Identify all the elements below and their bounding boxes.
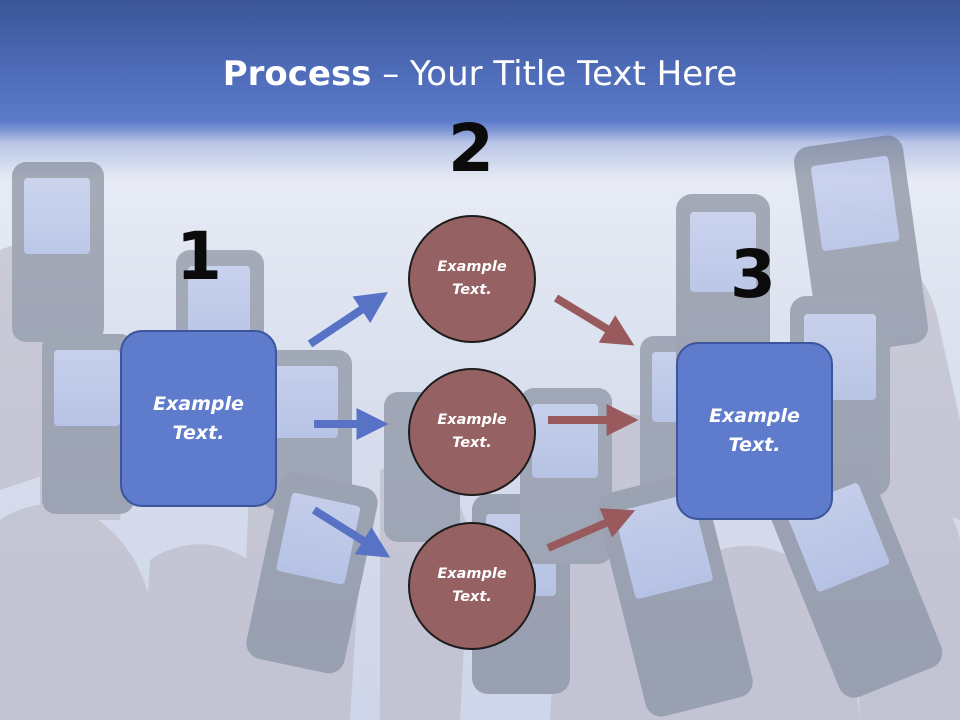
left-box-line1: Example [153, 392, 244, 415]
circle-bottom-line1: Example [437, 566, 507, 582]
title-rest-part: – Your Title Text Here [371, 54, 738, 94]
arrow-top-to-right [553, 294, 635, 346]
right-box-line2: Text. [728, 434, 781, 456]
slide-title: Process – Your Title Text Here [0, 52, 960, 96]
step-number-1: 1 [176, 218, 222, 295]
circle-middle: Example Text. [408, 368, 536, 496]
circle-top-line2: Text. [452, 282, 492, 298]
circle-middle-line2: Text. [452, 435, 492, 451]
left-box: Example Text. [120, 330, 277, 507]
left-box-line2: Text. [172, 421, 225, 444]
arrow-left-to-bottom [311, 506, 391, 558]
arrow-left-to-top [307, 292, 388, 348]
arrow-bottom-to-right [546, 508, 636, 552]
right-box-line1: Example [709, 405, 800, 427]
header-band [0, 0, 960, 142]
circle-bottom-line2: Text. [452, 589, 492, 605]
circle-bottom: Example Text. [408, 522, 536, 650]
right-box: Example Text. [676, 342, 833, 520]
step-number-2: 2 [448, 110, 494, 187]
circle-middle-line1: Example [437, 412, 507, 428]
title-bold-part: Process [222, 54, 372, 94]
circle-top: Example Text. [408, 215, 536, 343]
phone-shape [12, 135, 943, 717]
circle-top-line1: Example [437, 259, 507, 275]
step-number-3: 3 [730, 236, 776, 313]
